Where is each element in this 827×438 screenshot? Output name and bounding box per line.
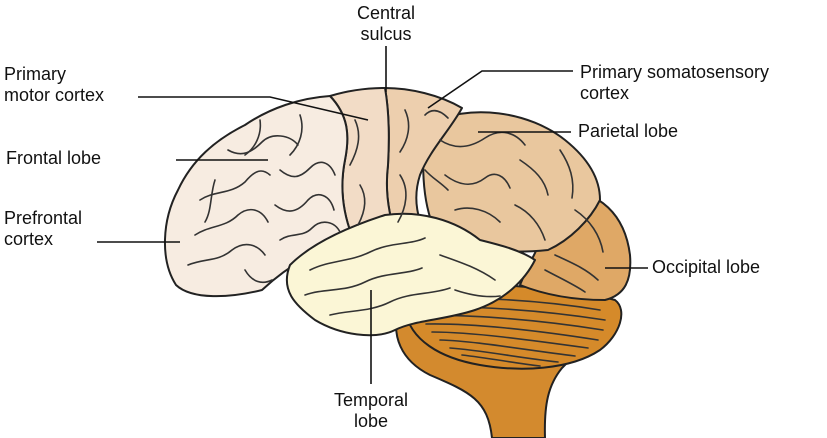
label-primary-motor-cortex-line2: motor cortex — [4, 85, 105, 105]
label-central-sulcus: Central sulcus — [340, 3, 432, 45]
parietal-gyri — [424, 131, 574, 241]
label-temporal-lobe: Temporal lobe — [316, 390, 426, 432]
label-occipital-lobe: Occipital lobe — [652, 257, 761, 277]
temporal-gyri — [304, 237, 501, 316]
label-temporal-lobe-line1: Temporal — [333, 390, 409, 410]
label-primary-motor-cortex-line1: Primary — [4, 64, 66, 84]
label-parietal-lobe: Parietal lobe — [578, 121, 679, 141]
frontal-gyri — [187, 114, 341, 284]
label-primary-somatosensory-cortex: Primary somatosensory cortex — [580, 62, 769, 104]
leader-primary-somatosensory — [427, 70, 573, 109]
leader-primary-motor-cortex — [138, 96, 369, 121]
label-prefrontal-cortex: Prefrontal cortex — [4, 208, 82, 250]
somatosensory-gyri — [397, 109, 449, 223]
label-prefrontal-cortex-line2: cortex — [4, 229, 54, 249]
label-primary-somatosensory-line1: Primary somatosensory — [580, 62, 770, 82]
label-prefrontal-cortex-line1: Prefrontal — [4, 208, 83, 228]
label-central-sulcus-line1: Central — [356, 3, 416, 23]
label-frontal-lobe: Frontal lobe — [6, 148, 102, 168]
motor-gyri — [349, 119, 366, 226]
label-primary-motor-cortex: Primary motor cortex — [4, 64, 104, 106]
label-temporal-lobe-line2: lobe — [353, 411, 389, 431]
occipital-gyri — [544, 209, 604, 293]
frontal-lobe — [163, 95, 353, 298]
leader-lines — [97, 46, 648, 384]
label-central-sulcus-line2: sulcus — [360, 24, 412, 44]
label-primary-somatosensory-line2: cortex — [580, 83, 630, 103]
temporal-lobe — [285, 212, 536, 337]
